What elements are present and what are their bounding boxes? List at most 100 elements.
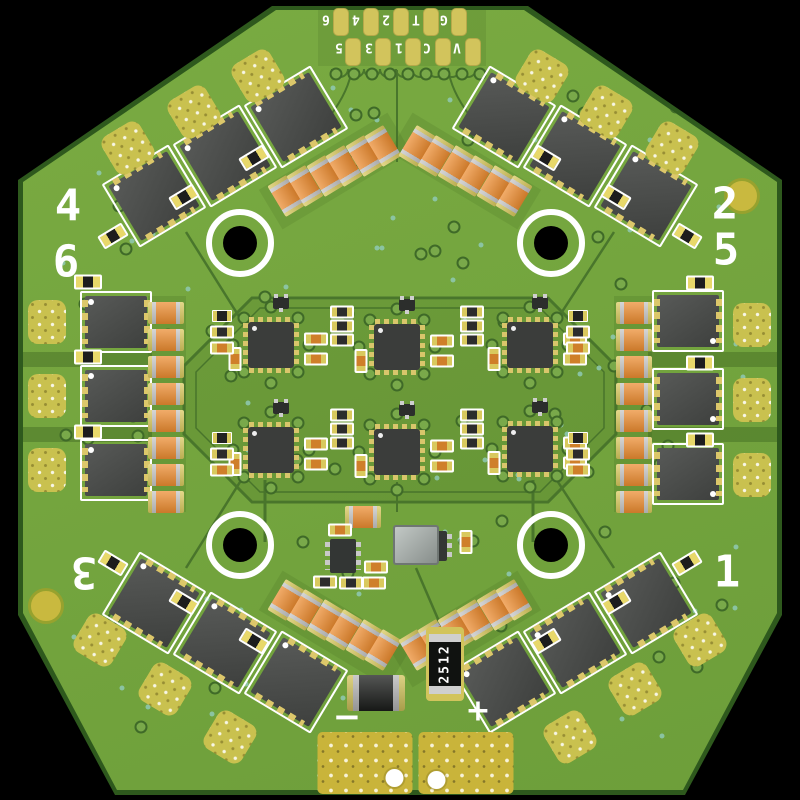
resistors-45 bbox=[460, 408, 484, 422]
tented-via bbox=[627, 227, 633, 233]
resistors-43 bbox=[330, 422, 354, 436]
fanout-via bbox=[264, 376, 278, 390]
tented-via bbox=[283, 284, 289, 290]
big-capacitor-0 bbox=[347, 675, 405, 711]
resistors-41 bbox=[460, 333, 484, 347]
connector-pin-label: 4 bbox=[352, 11, 360, 27]
via bbox=[598, 525, 612, 539]
tented-via bbox=[245, 400, 251, 406]
connector-pads-1 bbox=[363, 8, 379, 36]
round-pads-0 bbox=[724, 178, 760, 214]
thermal-pads-8 bbox=[28, 448, 66, 492]
tented-via bbox=[330, 85, 336, 91]
battery-minus-label: − bbox=[332, 697, 362, 737]
tented-via bbox=[596, 365, 602, 371]
mosfets-11 bbox=[652, 443, 724, 505]
sot23-4 bbox=[399, 401, 415, 419]
via bbox=[566, 89, 580, 103]
resistors-42 bbox=[330, 408, 354, 422]
via bbox=[614, 277, 628, 291]
tented-via bbox=[209, 711, 215, 717]
current-shunt-resistor: 2512 bbox=[426, 627, 464, 701]
connector-pin-label: G bbox=[440, 11, 448, 27]
resistors-21 bbox=[430, 354, 454, 368]
connector-pin-label: C bbox=[423, 39, 431, 55]
resistors-44 bbox=[330, 436, 354, 450]
connector-pads-0 bbox=[333, 8, 349, 36]
tented-via bbox=[659, 733, 665, 739]
tented-via bbox=[447, 97, 453, 103]
tented-via bbox=[732, 605, 738, 611]
battery-pads-0 bbox=[317, 732, 413, 794]
resistors-9 bbox=[686, 275, 714, 291]
resistors-37 bbox=[330, 319, 354, 333]
fanout-via bbox=[390, 483, 404, 497]
connector-via bbox=[365, 67, 379, 81]
resistors-58 bbox=[362, 576, 386, 590]
via bbox=[495, 514, 509, 528]
shield-0 bbox=[393, 525, 439, 565]
connector-via bbox=[347, 67, 361, 81]
resistors-6 bbox=[74, 274, 102, 290]
resistors-38 bbox=[330, 333, 354, 347]
tented-via bbox=[379, 245, 385, 251]
tented-via bbox=[238, 607, 244, 613]
connector-pin-label: 6 bbox=[322, 11, 330, 27]
sot23-0 bbox=[273, 294, 289, 312]
resistors-56 bbox=[328, 523, 352, 537]
via bbox=[328, 462, 342, 476]
tented-via bbox=[356, 591, 362, 597]
via bbox=[59, 428, 73, 442]
connector-pads-8 bbox=[435, 38, 451, 66]
connector-pads-3 bbox=[423, 8, 439, 36]
tented-via bbox=[532, 137, 538, 143]
mounting-holes-0 bbox=[206, 209, 274, 277]
motor-number-5: 5 bbox=[712, 224, 740, 276]
fanout-via bbox=[523, 376, 537, 390]
sot23-2 bbox=[532, 294, 548, 312]
tented-via bbox=[577, 371, 583, 377]
mounting-holes-3 bbox=[517, 511, 585, 579]
thermal-pads-9 bbox=[733, 303, 771, 347]
sot23-1 bbox=[399, 296, 415, 314]
resistors-60 bbox=[313, 575, 337, 589]
resistors-27 bbox=[430, 459, 454, 473]
thermal-pads-7 bbox=[28, 374, 66, 418]
resistors-59 bbox=[339, 576, 363, 590]
via bbox=[652, 650, 666, 664]
battery-pads-1 bbox=[418, 732, 514, 794]
via bbox=[414, 247, 428, 261]
tented-via bbox=[450, 277, 456, 283]
driver-ics-3 bbox=[243, 422, 299, 478]
connector-pads-4 bbox=[451, 8, 467, 36]
via bbox=[208, 681, 222, 695]
thermal-pads-6 bbox=[28, 300, 66, 344]
battery-plus-label: + bbox=[465, 693, 491, 729]
via bbox=[367, 106, 381, 120]
resistors-53 bbox=[566, 341, 590, 355]
via bbox=[296, 535, 310, 549]
resistors-20 bbox=[430, 334, 454, 348]
sot23-3 bbox=[273, 399, 289, 417]
driver-ics-2 bbox=[502, 317, 558, 373]
connector-via bbox=[437, 67, 451, 81]
resistors-50 bbox=[210, 447, 234, 461]
motor-number-1: 1 bbox=[713, 546, 741, 598]
tented-via bbox=[506, 571, 512, 577]
driver-ics-4 bbox=[369, 424, 425, 480]
motor-number-2: 2 bbox=[711, 178, 739, 230]
shunt-body bbox=[429, 634, 461, 694]
resistors-36 bbox=[330, 305, 354, 319]
resistors-39 bbox=[460, 305, 484, 319]
via bbox=[447, 220, 461, 234]
tented-via bbox=[390, 215, 396, 221]
mosfets-9 bbox=[652, 290, 724, 352]
tented-via bbox=[619, 716, 624, 722]
via bbox=[428, 244, 442, 258]
connector-via bbox=[329, 67, 343, 81]
connector-pads-9 bbox=[465, 38, 481, 66]
tented-via bbox=[516, 476, 522, 482]
tented-via bbox=[96, 170, 102, 176]
via bbox=[119, 242, 133, 256]
